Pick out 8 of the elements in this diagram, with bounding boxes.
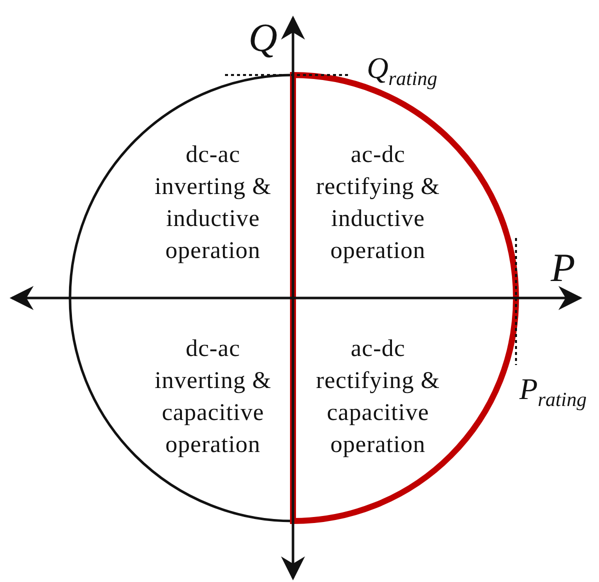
rating-label: Q$_{rating}$ bbox=[366, 52, 438, 92]
quadrant-label: dc-ac inverting & inductive operation bbox=[154, 141, 272, 266]
quadrant-label: ac-dc rectifying & capacitive operation bbox=[315, 335, 441, 460]
axis-label: Q bbox=[248, 18, 278, 58]
rating-label: P$_{rating}$ bbox=[519, 373, 587, 413]
axis-label: P bbox=[550, 248, 576, 288]
quadrant-label: ac-dc rectifying & inductive operation bbox=[315, 141, 441, 266]
quadrant-label: dc-ac inverting & capacitive operation bbox=[154, 335, 272, 460]
